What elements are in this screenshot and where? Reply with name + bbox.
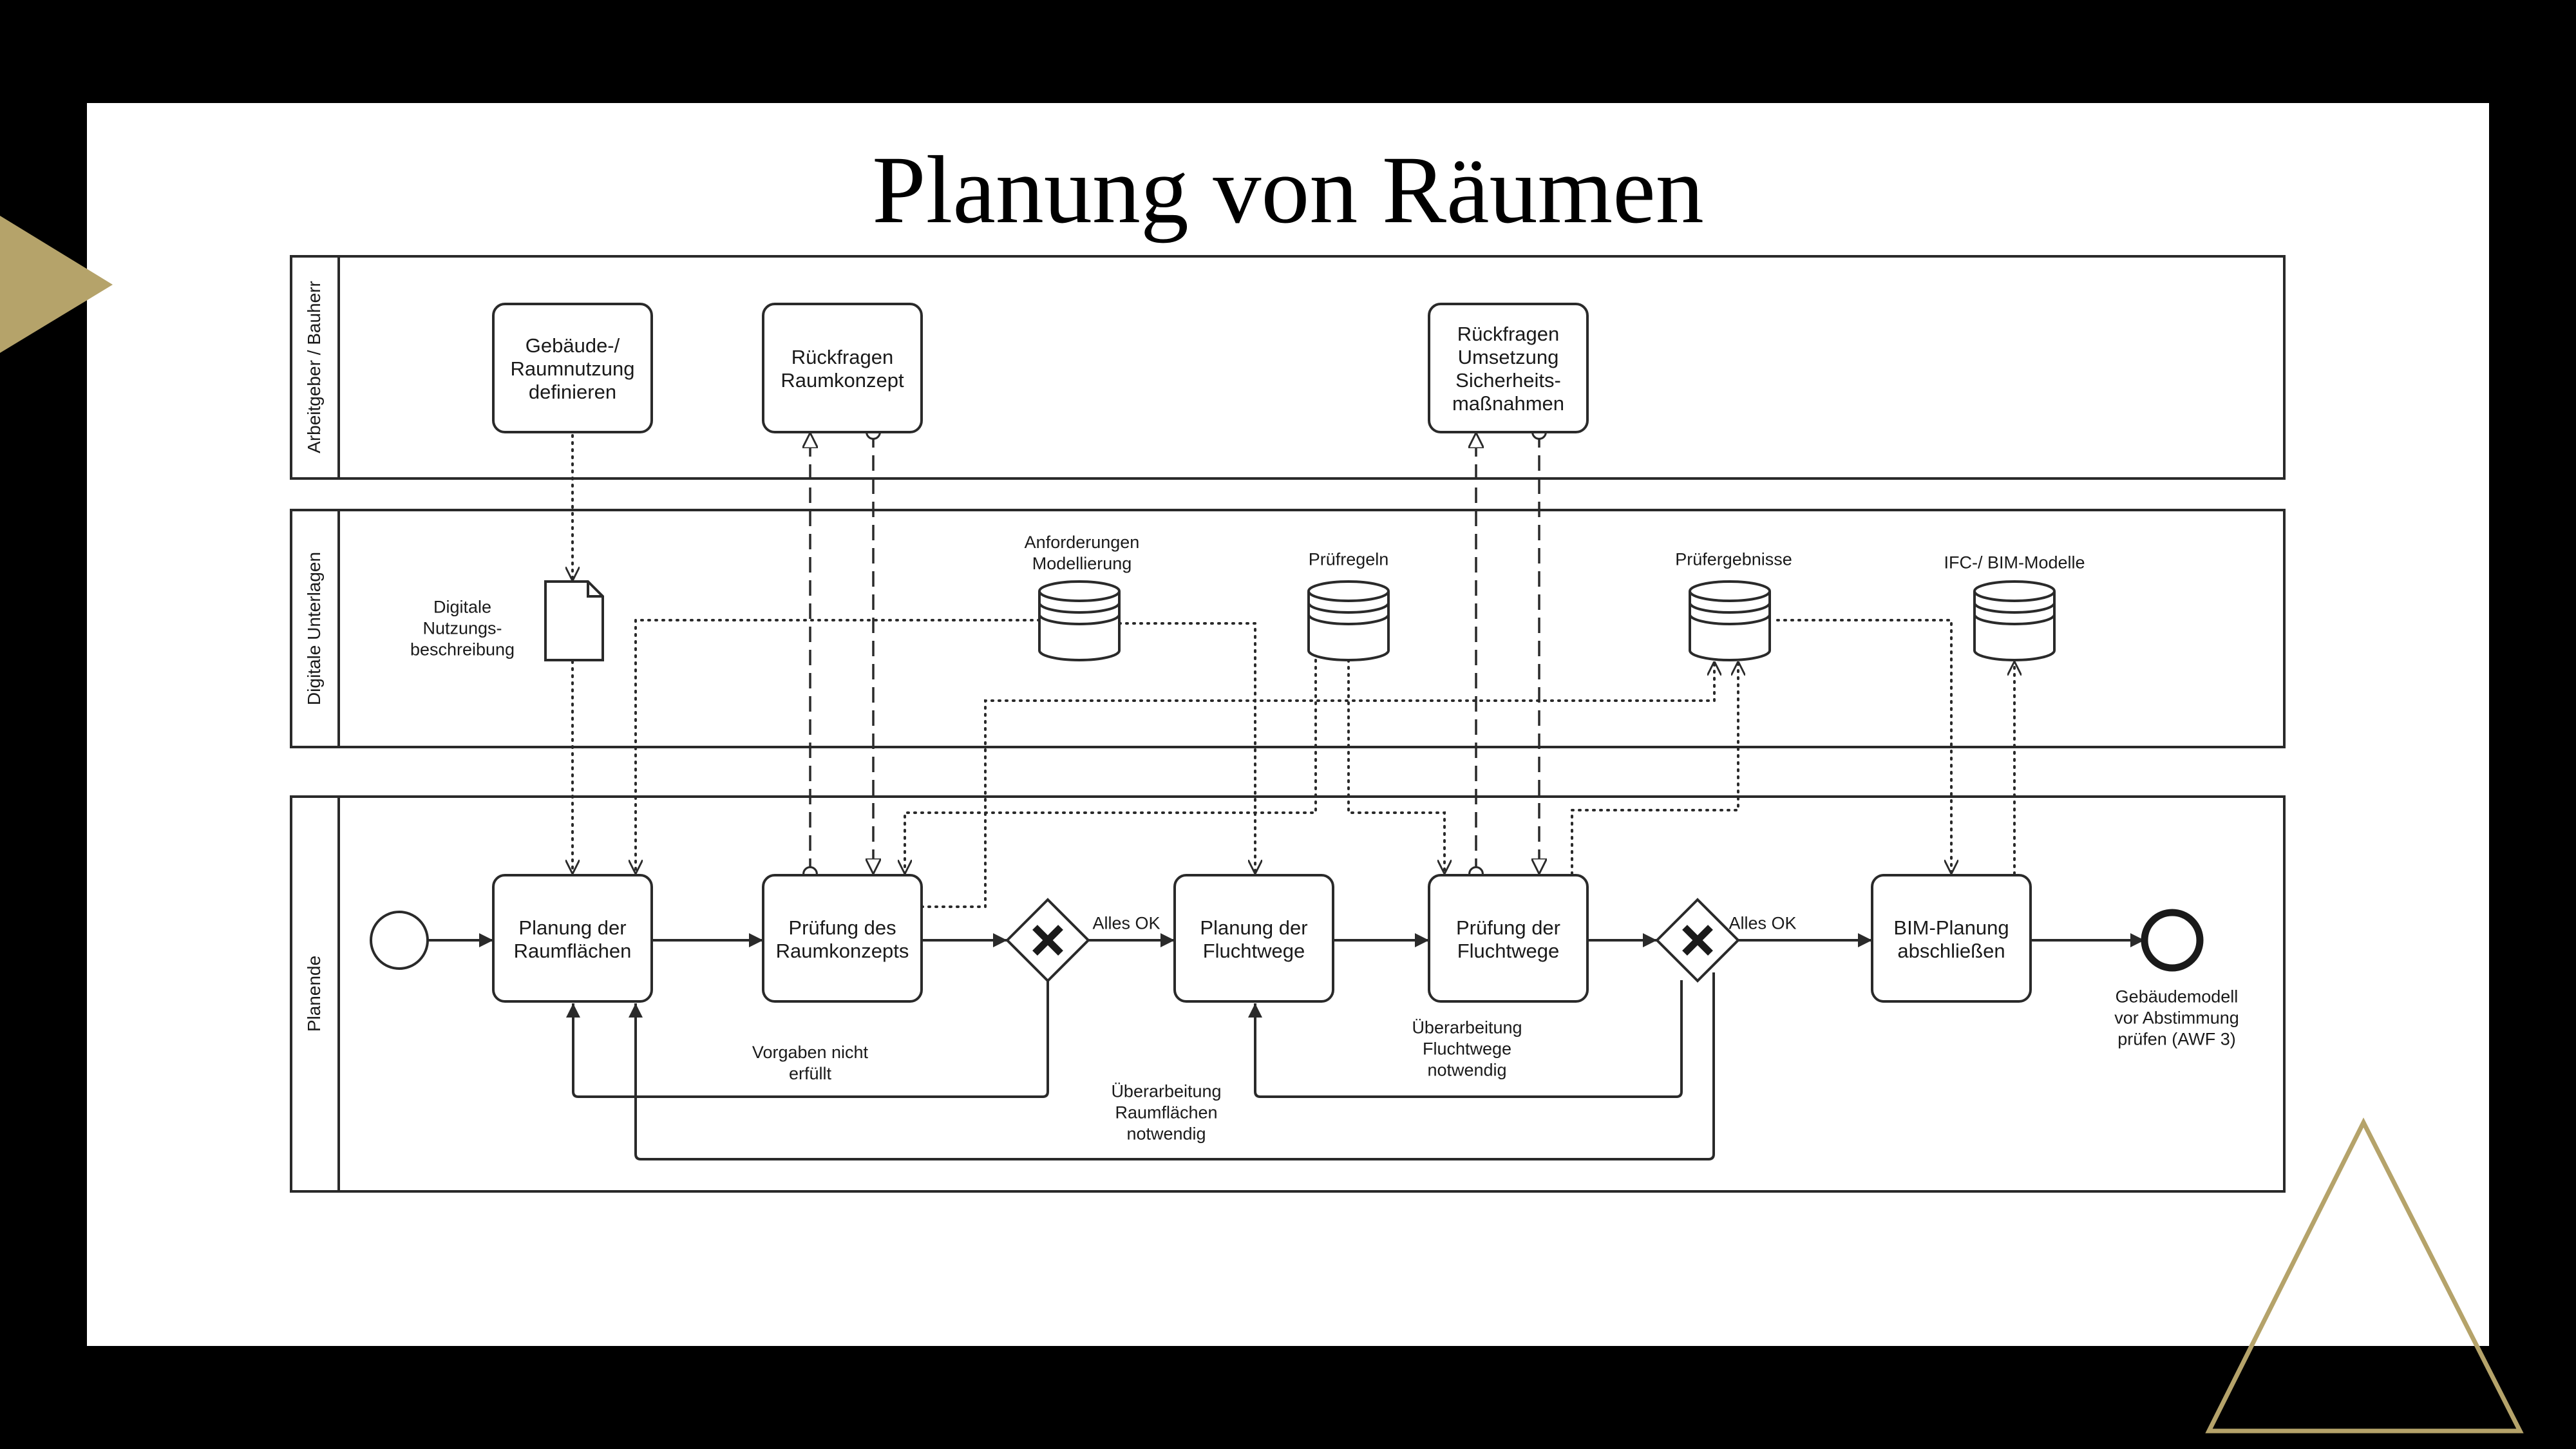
message-flows bbox=[810, 432, 1539, 874]
pool bbox=[290, 255, 2286, 1193]
data-stores bbox=[1038, 580, 2056, 661]
data-object-document-icon[interactable] bbox=[544, 580, 604, 661]
data-associations bbox=[573, 434, 2014, 908]
flow-vorgaben-nicht-erfuellt bbox=[566, 980, 1049, 1098]
lane-planende bbox=[290, 795, 2286, 1193]
flow-ueberarbeitung-fluchtwege bbox=[1248, 980, 1683, 1098]
task-planung-raumflaechen[interactable] bbox=[492, 874, 653, 1003]
task-bim-planung[interactable] bbox=[1871, 874, 2032, 1003]
lane-label-planende: Planende bbox=[304, 956, 324, 1032]
task-gebaeude-raumnutzung[interactable] bbox=[492, 303, 653, 433]
slide-canvas bbox=[87, 103, 2489, 1346]
datastore-pruefregeln-icon[interactable] bbox=[1307, 580, 1390, 661]
task-pruefung-raumkonzept[interactable] bbox=[762, 874, 923, 1003]
gateway-2[interactable] bbox=[1655, 898, 1740, 983]
slide-title: Planung von Räumen bbox=[872, 137, 1704, 243]
gold-triangle-right-icon bbox=[0, 216, 113, 353]
data-label-pruefregeln: Prüfregeln bbox=[1309, 549, 1389, 569]
sequence-flows bbox=[428, 933, 2145, 1160]
gold-outline-triangle-icon bbox=[2205, 1117, 2524, 1434]
task-rueckfragen-sicherheit[interactable] bbox=[1428, 303, 1589, 433]
gateway-1[interactable] bbox=[1005, 898, 1090, 983]
exclusive-x-icon bbox=[1682, 925, 1713, 956]
datastore-pruefergebnisse-icon[interactable] bbox=[1689, 580, 1771, 661]
lane-label-bauherr: Arbeitgeber / Bauherr bbox=[304, 281, 324, 453]
label-alles-ok-2: Alles OK bbox=[1728, 913, 1796, 933]
datastore-ifc-bim-icon[interactable] bbox=[1973, 580, 2056, 661]
data-label-pruefergebnisse: Prüfergebnisse bbox=[1675, 549, 1792, 569]
task-rueckfragen-raumkonzept[interactable] bbox=[762, 303, 923, 433]
data-label-ifc: IFC-/ BIM-Modelle bbox=[1944, 553, 2085, 572]
label-alles-ok-1: Alles OK bbox=[1092, 913, 1160, 933]
end-event[interactable] bbox=[2141, 909, 2204, 972]
lane-bauherr bbox=[290, 255, 2286, 480]
flow-ueberarbeitung-raumflaechen bbox=[629, 972, 1715, 1160]
lane-unterlagen bbox=[290, 509, 2286, 748]
exclusive-x-icon bbox=[1032, 925, 1063, 956]
datastore-anforderungen-icon[interactable] bbox=[1038, 580, 1121, 661]
task-pruefung-fluchtwege[interactable] bbox=[1428, 874, 1589, 1003]
start-event[interactable] bbox=[370, 911, 429, 970]
lane-label-unterlagen: Digitale Unterlagen bbox=[304, 552, 324, 705]
task-planung-fluchtwege[interactable] bbox=[1173, 874, 1334, 1003]
